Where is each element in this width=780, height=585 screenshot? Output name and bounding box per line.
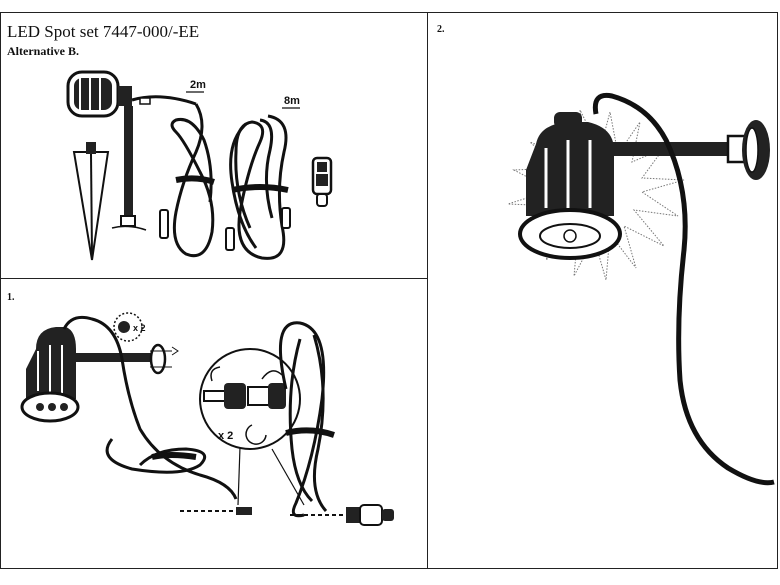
spot-lamp-icon — [518, 112, 622, 260]
spot-pole-icon — [111, 95, 197, 231]
cable-short-label: 2m — [190, 79, 206, 91]
step-2-illustration — [507, 92, 775, 486]
cable-8m-icon — [229, 114, 289, 260]
step-2-number: 2. — [437, 24, 445, 35]
connector-magnifier: x 2 — [199, 348, 305, 506]
screw-count-label: x 2 — [133, 323, 146, 333]
cable-2m-icon — [170, 103, 215, 258]
page-subtitle: Alternative B. — [7, 44, 79, 58]
car-adapter-plug-icon — [311, 156, 333, 207]
step-1-number: 1. — [7, 292, 15, 303]
page-title: LED Spot set 7447-000/-EE — [7, 22, 200, 41]
panel-divider-vertical — [427, 12, 428, 569]
connector-count-label: x 2 — [218, 430, 233, 442]
parts-illustration: 2m 8m — [66, 70, 333, 261]
step-1-illustration: x 2 x 2 — [20, 312, 394, 526]
screws-callout: x 2 — [113, 312, 146, 342]
spot-lamp-icon — [20, 327, 80, 423]
panel-divider-horizontal — [0, 278, 428, 279]
power-cable-icon — [592, 92, 775, 486]
page-frame — [0, 12, 778, 569]
ground-spike-icon — [72, 142, 110, 261]
cable-long-label: 8m — [284, 95, 300, 107]
car-adapter-plug-icon — [346, 504, 394, 526]
spot-lamp-icon — [66, 70, 132, 118]
